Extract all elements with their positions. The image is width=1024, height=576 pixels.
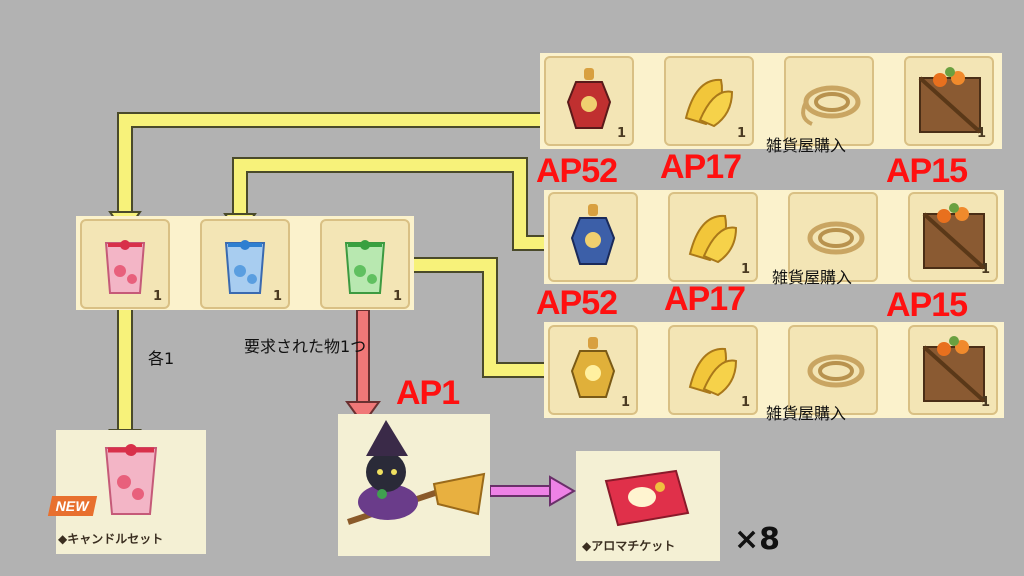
- golden-leaf-icon: [688, 214, 738, 264]
- blue-perfume-bottle-slot[interactable]: [548, 192, 638, 282]
- wooden-crate-icon: [922, 203, 986, 270]
- red-perfume-bottle-slot[interactable]: 1: [544, 56, 634, 146]
- each-one-label: 各1: [148, 349, 175, 368]
- blue-perfume-bottle-icon: [570, 204, 616, 265]
- ap-cost: AP52: [536, 284, 618, 322]
- ap-cost: AP15: [886, 152, 968, 190]
- rope-coil-icon: [801, 85, 861, 126]
- wooden-crate-slot[interactable]: 1: [908, 192, 998, 282]
- red-candle-jar-icon: [104, 444, 158, 515]
- gold-perfume-bottle-slot[interactable]: 1: [548, 325, 638, 415]
- red-perfume-bottle-icon: [566, 68, 612, 129]
- new-badge: NEW: [47, 496, 97, 516]
- herb-leaf-slot[interactable]: 1: [668, 325, 758, 415]
- blue-candle-jar-icon: [224, 240, 266, 294]
- gold-perfume-bottle-icon: [570, 337, 616, 398]
- ap-cost: AP17: [664, 280, 746, 318]
- candle-set-name: ◆キャンドルセット: [58, 532, 164, 546]
- arrow-row3-to-green-candle: [402, 259, 555, 376]
- ap-cost: AP17: [660, 148, 742, 186]
- wooden-crate-slot[interactable]: 1: [904, 56, 994, 146]
- arrow-cat-to-ticket: [489, 485, 553, 497]
- quantity: 1: [272, 289, 282, 304]
- aroma-ticket-panel[interactable]: ◆アロマチケット: [576, 451, 720, 561]
- quantity: 1: [392, 289, 402, 304]
- green-candle-slot[interactable]: 1: [320, 219, 410, 309]
- blue-candle-slot[interactable]: 1: [200, 219, 290, 309]
- witch-cat-on-broom-icon: [347, 420, 486, 525]
- quantity: 1: [740, 395, 750, 410]
- quantity: 1: [740, 262, 750, 277]
- wooden-crate-icon: [918, 67, 982, 134]
- rope-slot[interactable]: [784, 56, 874, 146]
- quantity: 1: [152, 289, 162, 304]
- wooden-crate-slot[interactable]: 1: [908, 325, 998, 415]
- quantity: 1: [976, 126, 986, 141]
- quantity: 1: [980, 262, 990, 277]
- ap-cost: AP52: [536, 152, 618, 190]
- ap-cost: AP1: [396, 374, 460, 412]
- rope-slot[interactable]: [788, 192, 878, 282]
- ticket-icon: [604, 469, 690, 527]
- wooden-crate-icon: [922, 336, 986, 403]
- green-candle-jar-icon: [344, 240, 386, 294]
- golden-leaf-icon: [688, 347, 738, 397]
- golden-leaf-icon: [684, 78, 734, 128]
- red-candle-slot[interactable]: 1: [80, 219, 170, 309]
- quantity: 1: [736, 126, 746, 141]
- quantity: 1: [980, 395, 990, 410]
- shop-purchase-label: 雑貨屋購入: [766, 136, 847, 155]
- aroma-ticket-name: ◆アロマチケット: [582, 539, 676, 553]
- candle-set-result[interactable]: NEW ◆キャンドルセット: [47, 430, 206, 554]
- quantity: 1: [620, 395, 630, 410]
- shop-purchase-label: 雑貨屋購入: [766, 404, 847, 423]
- herb-leaf-slot[interactable]: 1: [668, 192, 758, 282]
- requested-item-label: 要求された物1つ: [244, 337, 367, 356]
- arrow-to-cat: [356, 309, 370, 405]
- ticket-multiplier: ×8: [734, 522, 781, 557]
- quantity: 1: [616, 126, 626, 141]
- rope-coil-icon: [807, 221, 865, 255]
- ap-cost: AP15: [886, 286, 968, 324]
- shop-purchase-label: 雑貨屋購入: [772, 268, 853, 287]
- red-candle-jar-icon: [104, 240, 146, 294]
- rope-coil-icon: [807, 354, 865, 388]
- arrow-row1-to-red-candle: [119, 114, 550, 218]
- arrow-row2-to-blue-candle: [234, 159, 555, 249]
- herb-leaf-slot[interactable]: 1: [664, 56, 754, 146]
- witch-cat-panel[interactable]: [338, 414, 490, 556]
- rope-slot[interactable]: [788, 325, 878, 415]
